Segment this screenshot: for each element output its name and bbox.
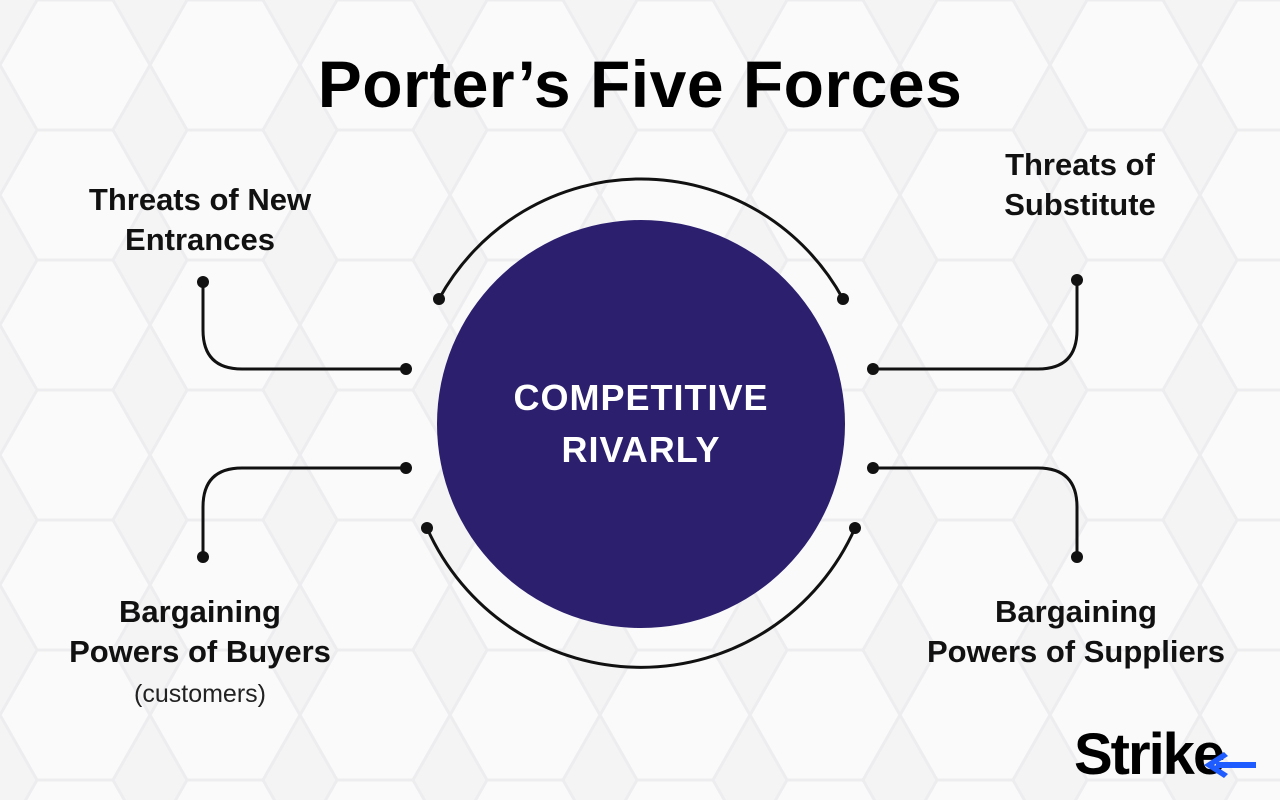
connector-new-entrants-start-dot	[197, 276, 209, 288]
strike-logo: Strike	[1074, 722, 1264, 788]
label-threats-substitute-line1: Threats of	[1005, 147, 1155, 182]
bottom-arc-left-dot	[421, 522, 433, 534]
connector-new-entrants	[201, 282, 406, 371]
center-label-line2: RIVARLY	[561, 429, 721, 470]
label-bargaining-buyers: Bargaining Powers of Buyers	[30, 592, 370, 672]
label-threats-new-entrants: Threats of New Entrances	[40, 180, 360, 260]
strike-logo-arrow-icon	[1204, 752, 1256, 778]
label-bargaining-suppliers-line1: Bargaining	[995, 594, 1157, 629]
strike-logo-text: Strike	[1074, 722, 1225, 787]
label-threats-substitute: Threats of Substitute	[920, 145, 1240, 225]
connector-suppliers	[873, 466, 1079, 557]
bottom-arc-right-dot	[849, 522, 861, 534]
connector-new-entrants-end-dot	[400, 363, 412, 375]
diagram-title: Porter’s Five Forces	[317, 47, 963, 121]
center-label: COMPETITIVE RIVARLY	[437, 372, 845, 476]
label-bargaining-suppliers: Bargaining Powers of Suppliers	[900, 592, 1252, 672]
connector-substitute-start-dot	[1071, 274, 1083, 286]
label-bargaining-buyers-line2: Powers of Buyers	[69, 634, 331, 669]
bottom-arc	[425, 527, 857, 669]
label-threats-new-entrants-line1: Threats of New	[88, 182, 312, 217]
label-bargaining-suppliers-line2: Powers of Suppliers	[926, 634, 1225, 669]
connector-buyers	[201, 466, 406, 557]
top-arc-right-dot	[837, 293, 849, 305]
label-bargaining-buyers-line1: Bargaining	[119, 594, 281, 629]
connector-buyers-start-dot	[400, 462, 412, 474]
center-label-line1: COMPETITIVE	[513, 377, 769, 418]
label-threats-new-entrants-line2: Entrances	[125, 222, 275, 257]
label-threats-substitute-line2: Substitute	[1004, 187, 1156, 222]
connector-suppliers-start-dot	[867, 462, 879, 474]
competitive-rivalry-circle	[437, 220, 845, 628]
top-arc-left-dot	[433, 293, 445, 305]
connector-substitute-end-dot	[867, 363, 879, 375]
label-buyers-note: (customers)	[134, 680, 266, 708]
connector-substitute	[873, 280, 1079, 371]
connector-buyers-end-dot	[197, 551, 209, 563]
connector-suppliers-end-dot	[1071, 551, 1083, 563]
top-arc	[437, 177, 845, 300]
